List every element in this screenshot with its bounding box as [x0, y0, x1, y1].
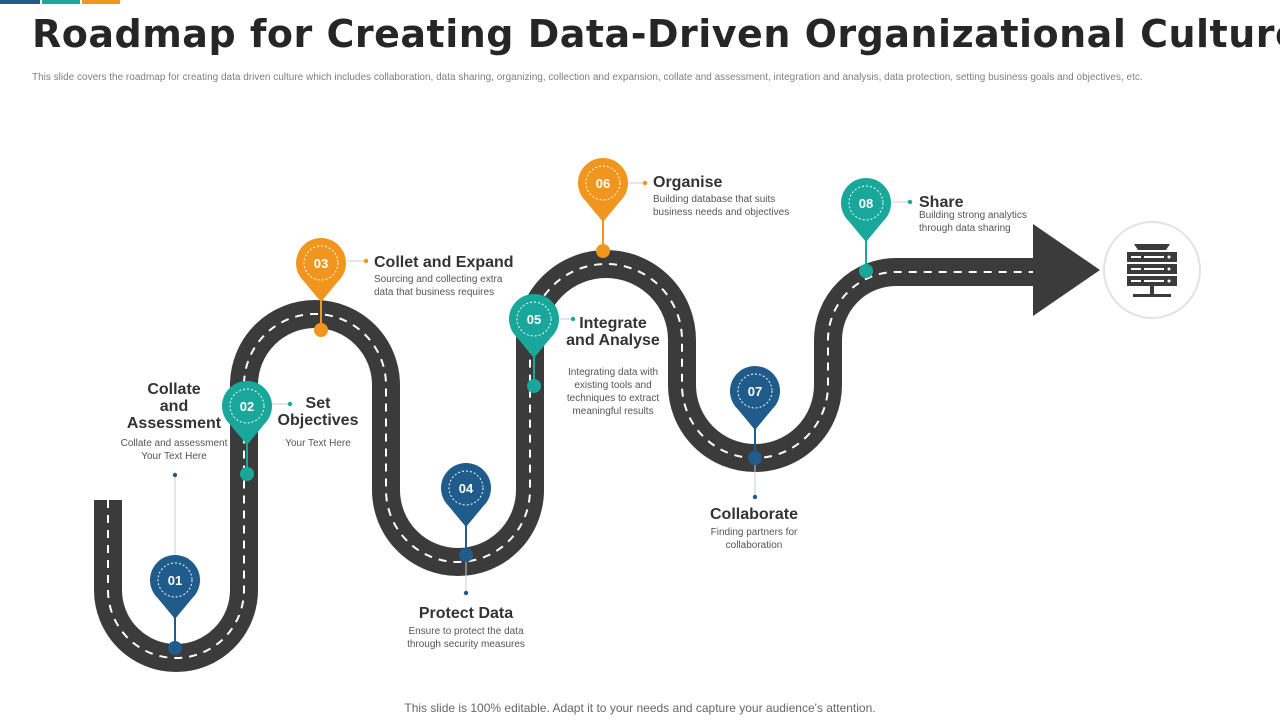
step-05-marker: 05	[509, 293, 560, 393]
step-04-number: 04	[459, 481, 474, 496]
accent-strip-navy	[0, 0, 40, 4]
pin-shape	[149, 554, 200, 619]
step-01-marker: 01	[149, 554, 200, 655]
pin-inner-ring	[516, 301, 552, 337]
accent-strip-orange	[82, 0, 120, 4]
step-08-marker: 08	[840, 177, 891, 278]
pin-inner-ring	[585, 165, 621, 201]
pin-inner-ring	[448, 470, 484, 506]
step-01-number: 01	[168, 573, 182, 588]
pin-inner-ring	[157, 562, 193, 598]
pin-base-dot	[459, 548, 473, 562]
pin-base-dot	[314, 323, 328, 337]
step-03-heading: Collet and Expand	[374, 254, 514, 271]
pin-inner-ring	[303, 245, 339, 281]
step-05-number: 05	[527, 312, 541, 327]
connector-dot-08	[907, 199, 913, 205]
step-07-marker: 07	[730, 365, 781, 465]
step-04-marker: 04	[441, 462, 491, 562]
connector-dot-01	[172, 472, 178, 478]
step-03-number: 03	[314, 256, 328, 271]
pin-base-dot	[168, 641, 182, 655]
step-03-marker: 03	[295, 237, 346, 337]
step-07-heading: Collaborate	[709, 506, 798, 523]
step-08-number: 08	[859, 196, 873, 211]
pin-base-dot	[859, 264, 873, 278]
step-02-marker: 02	[221, 380, 272, 481]
pin-shape	[221, 380, 272, 445]
step-07-number: 07	[748, 384, 762, 399]
pin-shape	[441, 462, 491, 527]
road-arrow-head	[1033, 224, 1100, 316]
connector-dot-02	[287, 401, 293, 407]
pin-inner-ring	[848, 185, 884, 221]
pin-base-dot	[748, 451, 762, 465]
step-02-number: 02	[240, 399, 254, 414]
step-06-number: 06	[596, 176, 610, 191]
step-02-description: Your Text Here	[285, 438, 351, 449]
pin-base-dot	[240, 467, 254, 481]
connector-dot-03	[363, 258, 369, 264]
page-title: Roadmap for Creating Data-Driven Organiz…	[32, 12, 1280, 56]
step-06-marker: 06	[577, 157, 628, 258]
pin-inner-ring	[229, 388, 265, 424]
pin-shape	[577, 157, 628, 222]
pin-base-dot	[527, 379, 541, 393]
pin-shape	[730, 365, 781, 430]
connector-dot-07	[752, 494, 758, 500]
server-rack-icon	[1103, 221, 1201, 319]
pin-shape	[295, 237, 346, 302]
accent-strip-teal	[42, 0, 80, 4]
step-06-heading: Organise	[653, 174, 723, 191]
pin-inner-ring	[737, 373, 773, 409]
road-center-dashes	[107, 263, 1040, 659]
connector-dot-05	[570, 316, 576, 322]
connector-dot-04	[463, 590, 469, 596]
connector-dot-06	[642, 180, 648, 186]
page-subtitle: This slide covers the roadmap for creati…	[32, 72, 1143, 83]
step-08-heading: Share	[919, 194, 964, 211]
footer-note: This slide is 100% editable. Adapt it to…	[404, 701, 876, 715]
pin-shape	[840, 177, 891, 242]
step-04-heading: Protect Data	[418, 605, 514, 622]
pin-base-dot	[596, 244, 610, 258]
pin-shape	[509, 293, 560, 358]
